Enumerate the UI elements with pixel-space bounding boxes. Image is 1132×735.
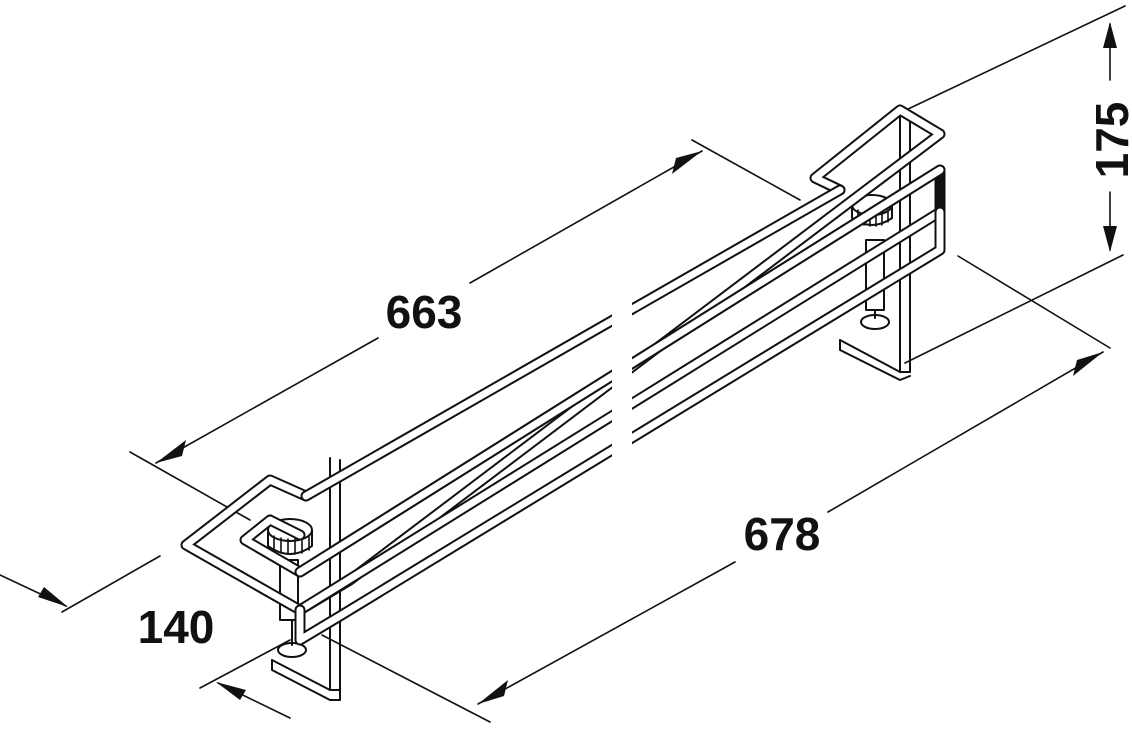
wire-rails [180, 104, 946, 646]
dimension-label-663: 663 [386, 286, 463, 338]
dim-678-line-a [477, 561, 736, 705]
rail-5 [294, 206, 946, 646]
dimension-label-678: 678 [744, 508, 821, 560]
dimension-label-140: 140 [138, 601, 215, 653]
dimension-lines [0, 22, 1117, 719]
dimension-label-175: 175 [1086, 102, 1132, 179]
dim-663-line-b [469, 150, 703, 284]
extension-lines [61, 5, 1126, 723]
dim-663-line-a [155, 337, 379, 464]
length-break-gap [612, 290, 632, 470]
dim-678-line-b [827, 351, 1104, 513]
rail-rear [300, 184, 846, 502]
